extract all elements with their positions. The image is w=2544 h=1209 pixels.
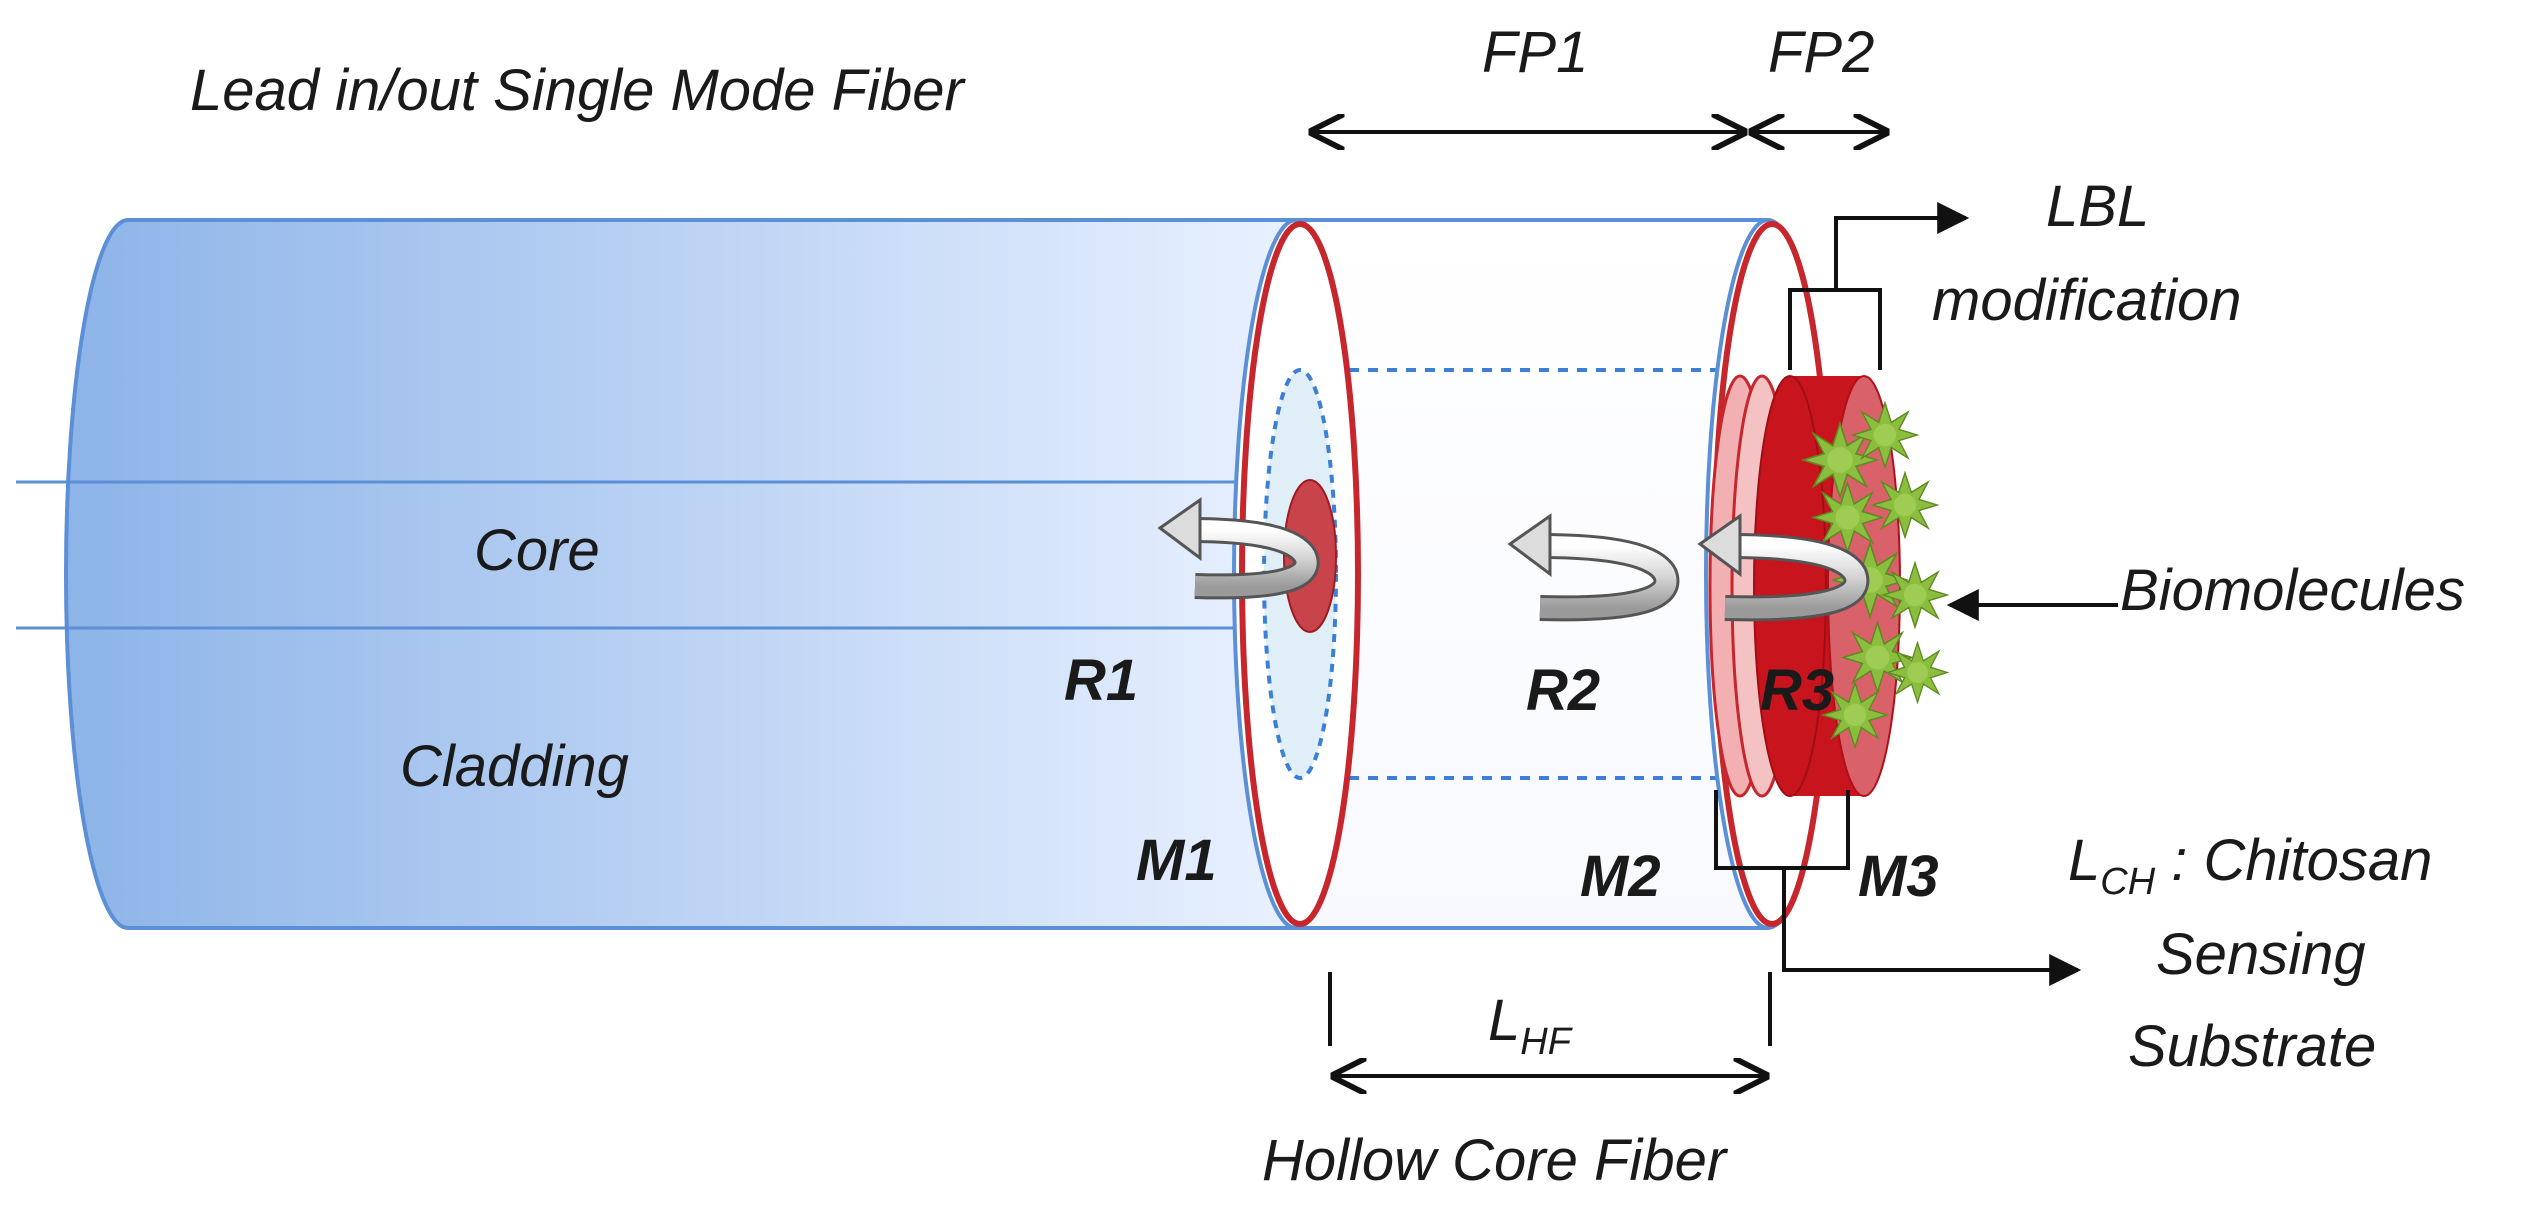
fp1-label: FP1: [1482, 20, 1588, 85]
reflection-arrow-r2: [1507, 513, 1680, 622]
r3-label: R3: [1760, 658, 1834, 723]
lhf-dimension: [1328, 972, 1772, 1076]
lhf-label: LHF: [1488, 988, 1573, 1063]
lbl-label-line1: LBL: [2046, 174, 2149, 239]
reflection-arrow-r1: [1157, 497, 1320, 600]
biomolecule: [1882, 562, 1948, 628]
single-mode-fiber: [16, 218, 1298, 930]
lbl-bracket: [1788, 202, 1970, 370]
sensing-label: Sensing: [2156, 922, 2366, 987]
biomolecule: [1852, 402, 1918, 468]
m2-label: M2: [1580, 844, 1661, 909]
r2-label: R2: [1526, 658, 1600, 723]
lbl-label-line2: modification: [1932, 268, 2241, 333]
m1-label: M1: [1136, 828, 1217, 893]
substrate-label: Substrate: [2128, 1014, 2376, 1079]
r1-label: R1: [1064, 648, 1138, 713]
chitosan-bracket: [1714, 790, 2082, 986]
reflection-arrow-r3: [1697, 513, 1870, 622]
lch-label: LCH : Chitosan: [2068, 828, 2432, 903]
smf-label: Lead in/out Single Mode Fiber: [190, 58, 967, 123]
cladding-label: Cladding: [400, 734, 629, 799]
core-label: Core: [474, 518, 600, 583]
fp2-label: FP2: [1768, 20, 1874, 85]
biomolecule: [1872, 472, 1938, 538]
biomolecules-label: Biomolecules: [2120, 558, 2465, 623]
hollow-core-fiber: [1296, 218, 1768, 930]
biomolecule: [1886, 641, 1949, 704]
hcf-label: Hollow Core Fiber: [1262, 1128, 1729, 1193]
m3-label: M3: [1858, 844, 1939, 909]
